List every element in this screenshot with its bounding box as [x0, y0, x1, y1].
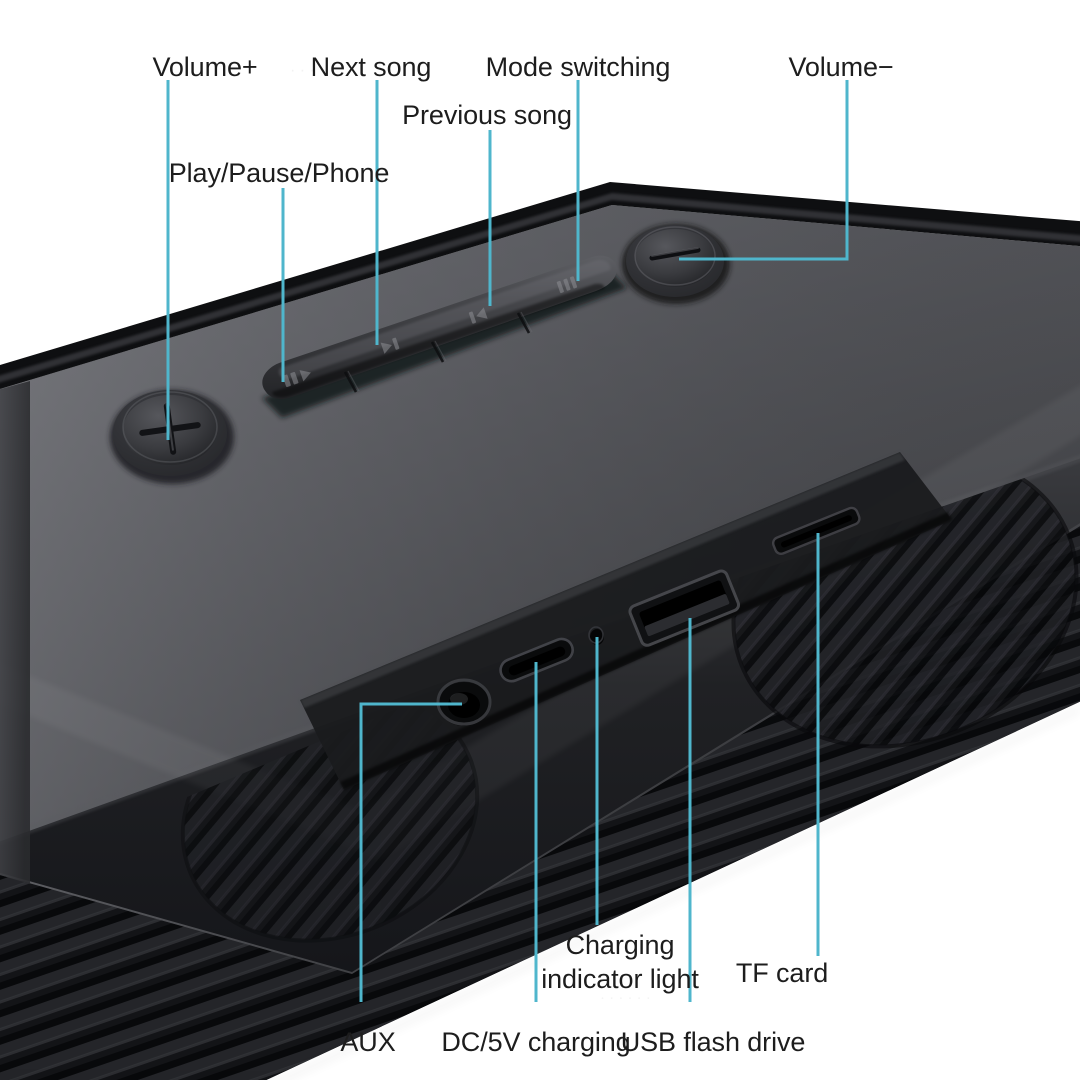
leader-aux — [359, 702, 462, 1002]
label-usb-flash-drive: USB flash drive — [620, 1027, 806, 1057]
leader-volume-down — [679, 80, 849, 261]
volume-down-button — [622, 224, 730, 304]
volume-up-button — [110, 390, 234, 484]
usb-a-port — [628, 569, 741, 647]
label-volume-up: Volume+ — [152, 52, 258, 82]
top-rear-edge — [0, 182, 1080, 389]
label-play-pause-phone: Play/Pause/Phone — [168, 158, 390, 188]
rocker-icons — [282, 276, 578, 388]
soundbar-body — [0, 182, 1080, 1080]
usb-c-port — [499, 637, 574, 683]
label-mode-switching: Mode switching — [485, 52, 671, 82]
label-previous-song: Previous song — [402, 100, 572, 130]
label-aux: AUX — [340, 1027, 396, 1057]
rocker-dividers — [343, 312, 531, 393]
label-charging-indicator-light: Charging indicator light — [541, 930, 699, 994]
label-tf-card: TF card — [735, 958, 829, 988]
left-end-cap — [0, 381, 30, 884]
control-rocker-bar — [262, 255, 627, 418]
label-next-song: Next song — [310, 52, 432, 82]
minus-glyph — [649, 247, 701, 261]
aux-jack — [436, 678, 492, 726]
label-dc-5v-charging: DC/5V charging — [441, 1027, 631, 1057]
label-volume-down: Volume− — [788, 52, 894, 82]
